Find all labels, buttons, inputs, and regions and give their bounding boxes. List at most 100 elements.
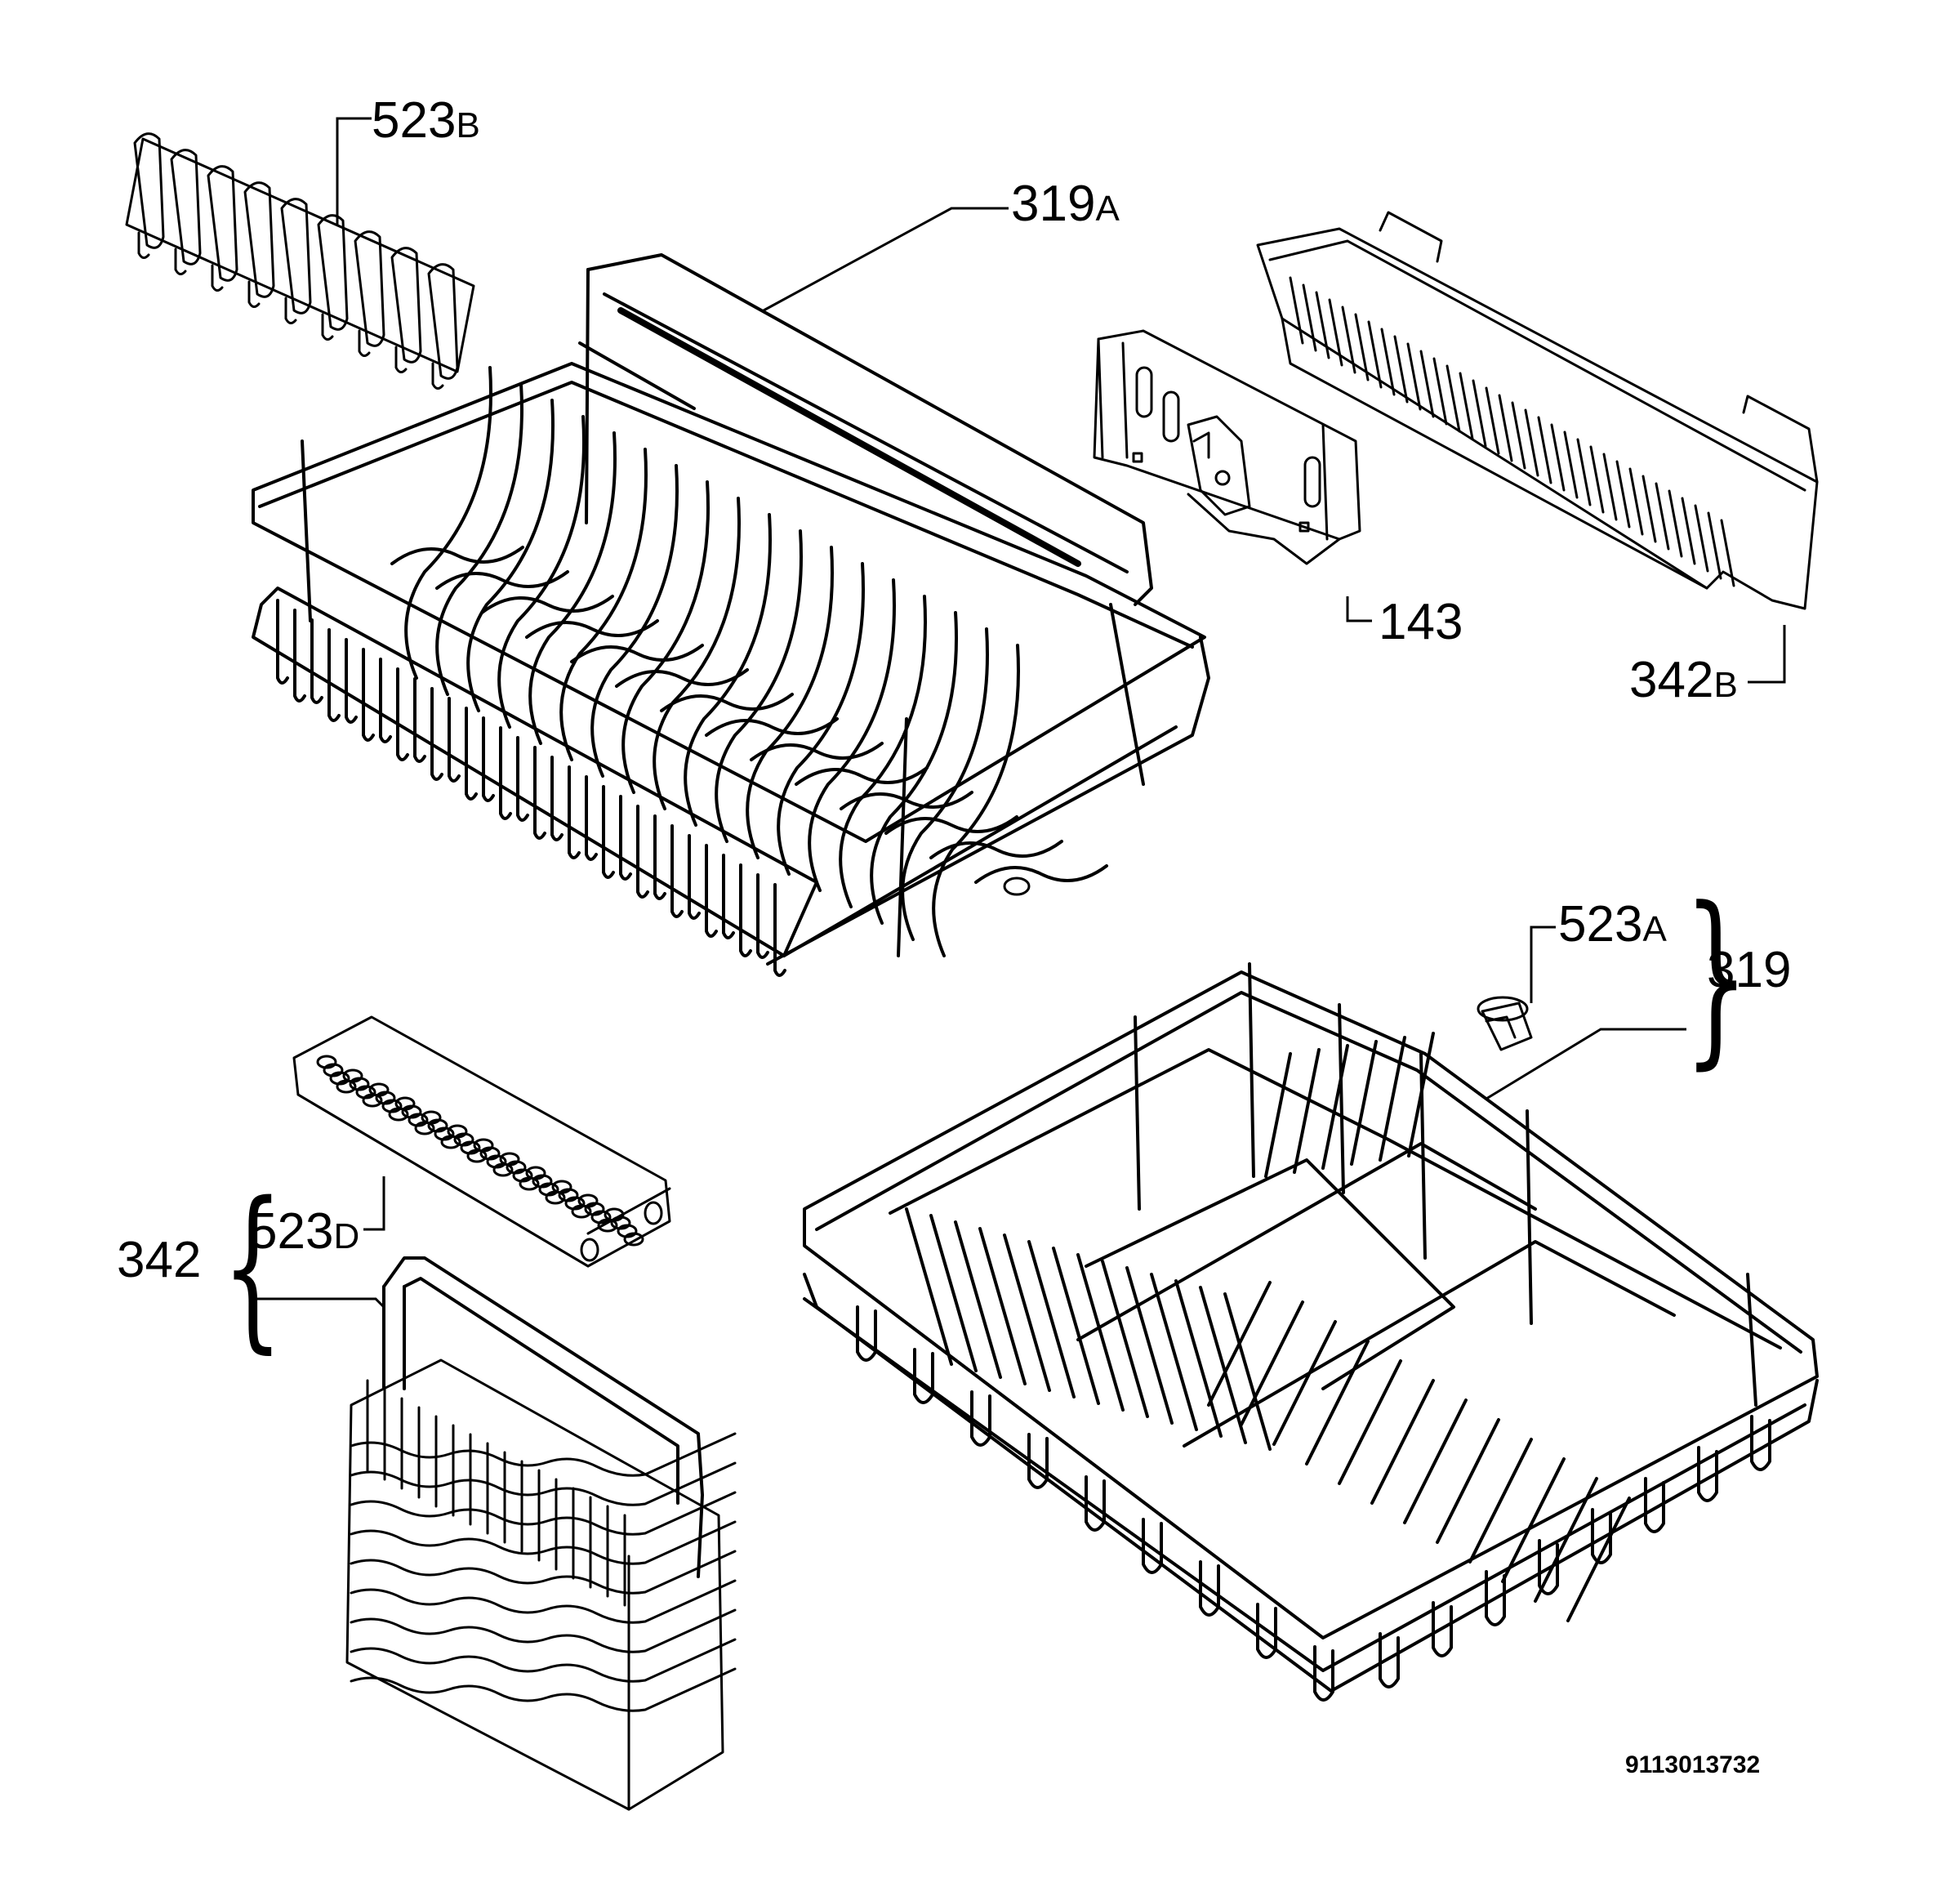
upper-front-wire (482, 716, 495, 802)
knife-slat (1432, 357, 1448, 426)
rack-clip-hook (247, 280, 261, 308)
lower-tine-right (1403, 1399, 1468, 1524)
upper-basket-part (252, 253, 1210, 977)
callout-523a: 523A (1558, 896, 1667, 952)
callout-523b: 523B (372, 92, 480, 149)
knife-slat (1589, 445, 1605, 514)
basket-band (350, 1667, 737, 1712)
upper-front-wire (636, 805, 649, 899)
lower-side-leg (1379, 1632, 1400, 1688)
upper-tine (559, 448, 648, 761)
upper-front-wire (602, 785, 615, 879)
knife-slat (1354, 313, 1370, 381)
lower-tine-left (1052, 1247, 1100, 1405)
upper-cross-wire (750, 742, 884, 761)
knife-slat (1472, 379, 1487, 448)
lower-tine-left (1027, 1240, 1076, 1399)
lower-front-leg (970, 1390, 991, 1447)
upper-front-wire (619, 795, 632, 881)
lower-side-leg (1432, 1601, 1453, 1657)
lower-side-leg (1538, 1539, 1559, 1595)
lower-tine-back (1321, 1044, 1349, 1170)
upper-front-wire (465, 707, 478, 801)
lower-front-leg (1085, 1475, 1106, 1532)
upper-front-wire (568, 765, 581, 859)
upper-front-wire (722, 854, 735, 939)
lower-front-leg (1142, 1518, 1163, 1574)
lower-tine-left (1076, 1253, 1125, 1412)
rack-clip (243, 181, 275, 298)
upper-front-wire (430, 687, 443, 781)
knife-slat (1393, 335, 1409, 404)
grid-hole (414, 1121, 435, 1135)
basket-band (350, 1550, 737, 1595)
rack-clip-hook (431, 362, 444, 390)
knife-slat (1315, 291, 1330, 359)
upper-front-wire (533, 746, 546, 840)
lower-tine-back (1379, 1036, 1406, 1162)
lower-tine-left (905, 1207, 953, 1366)
upper-tine (684, 513, 772, 827)
grid-hole (388, 1107, 409, 1122)
upper-cross-wire (525, 619, 659, 639)
rack-clip (354, 230, 385, 347)
basket-band (350, 1491, 737, 1536)
knife-slat (1498, 394, 1513, 462)
knife-slat (1537, 416, 1552, 484)
upper-tine (746, 546, 834, 859)
brace-342: { (222, 1164, 283, 1368)
upper-front-wire (362, 648, 375, 742)
lower-tine-left (978, 1227, 1027, 1385)
knife-slat (1550, 423, 1566, 492)
rack-clip-hook (211, 264, 224, 292)
upper-cross-wire (795, 766, 929, 786)
upper-cross-wire (660, 693, 794, 712)
upper-front-wire (293, 609, 306, 703)
knife-slat (1511, 401, 1526, 470)
upper-tine (590, 464, 679, 778)
lower-tine-back (1293, 1048, 1321, 1174)
upper-tine (839, 595, 927, 908)
knife-slat (1524, 408, 1539, 477)
lower-tine-right (1338, 1359, 1402, 1485)
lower-basket-part (803, 962, 1819, 1702)
leader-lines (253, 117, 1786, 1309)
upper-front-wire (585, 775, 598, 861)
grid-hole (362, 1093, 383, 1108)
upper-front-wire (413, 677, 426, 763)
cutlery-grid-part (292, 1015, 671, 1268)
rack-clip-hook (284, 297, 297, 324)
lower-tine-right (1207, 1281, 1272, 1407)
rack-clip (390, 247, 422, 364)
rack-clip-hook (174, 248, 187, 275)
upper-front-wire (550, 756, 564, 841)
upper-front-wire (310, 618, 323, 704)
knife-slat (1289, 276, 1304, 345)
lower-tine-right (1436, 1418, 1500, 1544)
grid-hole (597, 1218, 618, 1233)
basket-band (350, 1608, 737, 1653)
lower-tine-back (1350, 1040, 1378, 1166)
knife-slat (1302, 283, 1317, 352)
knife-slat (1419, 350, 1435, 418)
grid-hole (545, 1190, 566, 1205)
knife-slat (1694, 504, 1709, 573)
basket-band (350, 1520, 737, 1565)
lower-tine-left (1223, 1292, 1272, 1451)
lower-tine-right (1534, 1477, 1598, 1603)
knife-slat (1707, 511, 1722, 580)
upper-front-wire (327, 628, 341, 722)
knife-slat (1485, 386, 1500, 455)
knife-slat (1642, 475, 1657, 543)
lower-tine-right (1370, 1379, 1435, 1505)
upper-cross-wire (480, 595, 614, 614)
knife-slat (1459, 372, 1474, 440)
upper-front-wire (739, 863, 752, 957)
knife-slat (1328, 298, 1343, 367)
upper-cross-wire (929, 840, 1063, 859)
upper-front-wire (396, 667, 409, 761)
basket-band (350, 1579, 737, 1624)
lower-side-leg (1485, 1570, 1506, 1626)
lower-tine-right (1566, 1497, 1631, 1622)
